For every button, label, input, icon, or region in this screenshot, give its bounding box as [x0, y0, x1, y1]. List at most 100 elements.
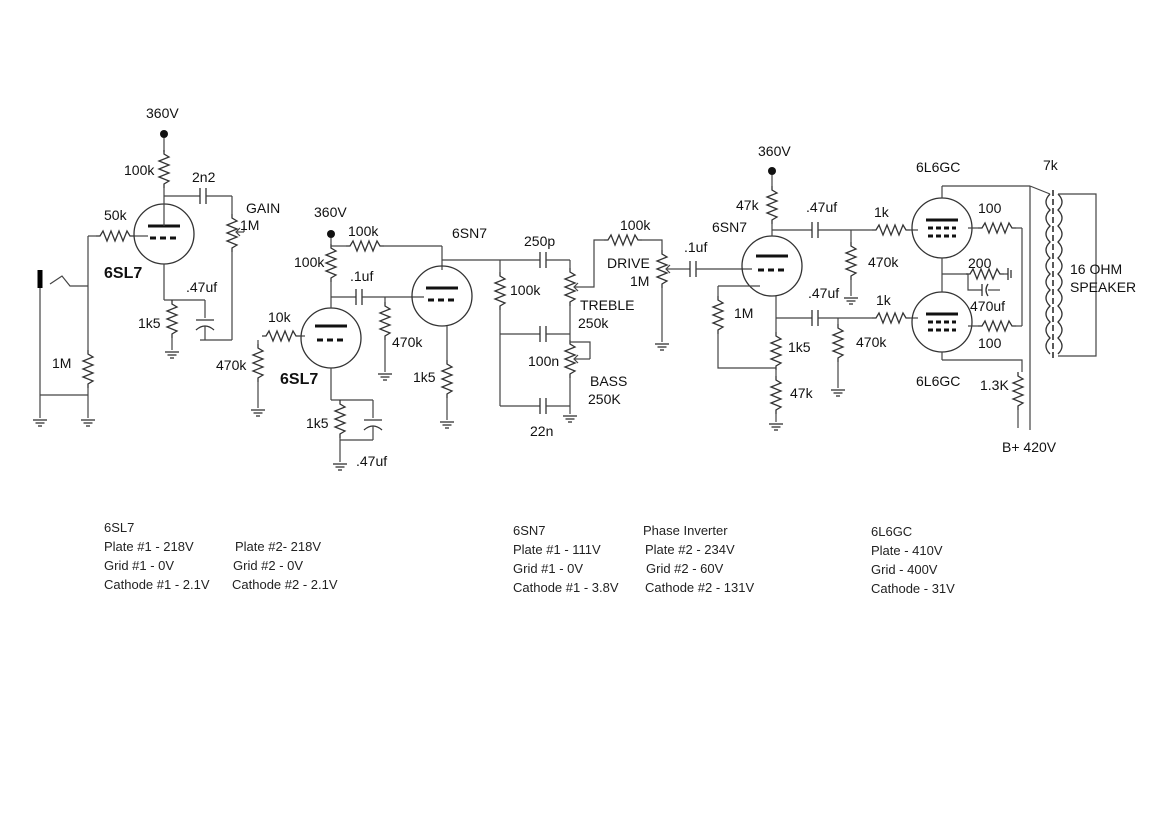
- notes-6l6gc-title: 6L6GC: [871, 524, 913, 539]
- resistor-1-3k: [1012, 371, 1024, 411]
- resistor-1k5-b: [334, 399, 346, 439]
- note-6sn7-cathode1: Cathode #1 - 3.8V: [513, 580, 619, 595]
- resistor-1k5-c: [441, 359, 453, 399]
- label-470k-b: 470k: [392, 334, 423, 350]
- label-100n: 100n: [528, 353, 559, 369]
- resistor-470k-b: [379, 301, 391, 341]
- resistor-470k-d: [832, 323, 844, 363]
- label-360v-c: 360V: [758, 143, 791, 159]
- resistor-100k-plate1: [158, 149, 170, 189]
- resistor-47k-a: [766, 185, 778, 225]
- resistor-10k: [261, 330, 301, 342]
- label-6sn7-v4: 6SN7: [712, 219, 747, 235]
- label-6l6gc-v5: 6L6GC: [916, 159, 960, 175]
- label-7k: 7k: [1043, 157, 1059, 173]
- note-6sn7-plate1: Plate #1 - 111V: [513, 542, 601, 557]
- label-470k-c: 470k: [868, 254, 899, 270]
- resistor-1k-a: [871, 224, 911, 236]
- note-6sl7-cathode2: Cathode #2 - 2.1V: [232, 577, 338, 592]
- label-47uf-c: .47uf: [806, 199, 837, 215]
- label-bass: BASS: [590, 373, 627, 389]
- label-6sl7-v1: 6SL7: [104, 265, 142, 282]
- label-47k-a: 47k: [736, 197, 760, 213]
- label-1m-pi: 1M: [734, 305, 753, 321]
- label-1k5-a: 1k5: [138, 315, 161, 331]
- notes-6sn7-title: 6SN7: [513, 523, 546, 538]
- label-360v-b: 360V: [314, 204, 347, 220]
- label-1k-b: 1k: [876, 292, 892, 308]
- resistor-1k-b: [871, 312, 911, 324]
- note-6sl7-cathode1: Cathode #1 - 2.1V: [104, 577, 210, 592]
- label-50k: 50k: [104, 207, 128, 223]
- label-1-3k: 1.3K: [980, 377, 1009, 393]
- label-360v-a: 360V: [146, 105, 179, 121]
- label-2n2: 2n2: [192, 169, 216, 185]
- tube-6sn7-v3: [411, 265, 473, 327]
- label-bplus: B+ 420V: [1002, 439, 1057, 455]
- label-47k-b: 47k: [790, 385, 814, 401]
- resistor-100k-plate2: [325, 243, 337, 283]
- input-jack: [32, 270, 88, 427]
- label-speaker: SPEAKER: [1070, 279, 1136, 295]
- note-6l6gc-grid: Grid - 400V: [871, 562, 938, 577]
- label-200: 200: [968, 255, 992, 271]
- label-470k-d: 470k: [856, 334, 887, 350]
- label-drive: DRIVE: [607, 255, 650, 271]
- resistor-47k-b: [770, 375, 782, 415]
- resistor-100k-d: [494, 271, 506, 311]
- note-6l6gc-cathode: Cathode - 31V: [871, 581, 955, 596]
- label-100k-d: 100k: [510, 282, 541, 298]
- label-6l6gc-v6: 6L6GC: [916, 373, 960, 389]
- label-treble: TREBLE: [580, 297, 634, 313]
- note-6sn7-cathode2: Cathode #2 - 131V: [645, 580, 755, 595]
- label-6sn7-v3: 6SN7: [452, 225, 487, 241]
- label-470k-a: 470k: [216, 357, 247, 373]
- note-6sn7-grid2: Grid #2 - 60V: [646, 561, 724, 576]
- notes-6sn7-title2: Phase Inverter: [643, 523, 728, 538]
- label-bass-val: 250K: [588, 391, 621, 407]
- label-10k: 10k: [268, 309, 292, 325]
- notes-6sl7-title: 6SL7: [104, 520, 135, 535]
- label-250p: 250p: [524, 233, 555, 249]
- label-470uf: 470uf: [970, 298, 1005, 314]
- tube-6sn7-v4: [741, 235, 803, 297]
- notes-6sn7: 6SN7 Phase Inverter Plate #1 - 111V Plate …: [513, 521, 754, 597]
- notes-6l6gc: 6L6GC Plate - 410V Grid - 400V Cathode -…: [871, 522, 955, 598]
- label-100k-b: 100k: [294, 254, 325, 270]
- label-1uf-a: .1uf: [350, 268, 373, 284]
- label-1k5-b: 1k5: [306, 415, 329, 431]
- resistor-100k-e: [603, 234, 643, 246]
- note-6l6gc-plate: Plate - 410V: [871, 543, 943, 558]
- resistor-100k-c: [345, 240, 385, 252]
- tube-6sl7-v1: [133, 203, 195, 265]
- pot-gain: [226, 213, 238, 253]
- resistor-50k: [95, 230, 135, 242]
- label-47uf-d: .47uf: [808, 285, 839, 301]
- label-22n: 22n: [530, 423, 553, 439]
- resistor-100-a: [977, 222, 1017, 234]
- label-100k-c: 100k: [348, 223, 379, 239]
- label-1uf-b: .1uf: [684, 239, 707, 255]
- label-100-b: 100: [978, 335, 1002, 351]
- label-gain-pot: 1M: [240, 217, 259, 233]
- resistor-470k-a: [252, 343, 264, 383]
- note-6sl7-plate1: Plate #1 - 218V: [104, 539, 194, 554]
- note-6sn7-plate2: Plate #2 - 234V: [645, 542, 735, 557]
- note-6sn7-grid1: Grid #1 - 0V: [513, 561, 584, 576]
- label-speaker-ohm: 16 OHM: [1070, 261, 1122, 277]
- resistor-1m-pi: [712, 295, 724, 335]
- tube-6l6gc-v5: [911, 197, 973, 259]
- label-treble-val: 250k: [578, 315, 609, 331]
- tube-6sl7-v2: [300, 307, 362, 369]
- note-6sl7-grid1: Grid #1 - 0V: [104, 558, 175, 573]
- label-1k-a: 1k: [874, 204, 890, 220]
- resistor-1m-input: [82, 349, 94, 389]
- label-gain: GAIN: [246, 200, 280, 216]
- label-1k5-d: 1k5: [788, 339, 811, 355]
- label-1m-input: 1M: [52, 355, 71, 371]
- label-100-a: 100: [978, 200, 1002, 216]
- label-100k-e: 100k: [620, 217, 651, 233]
- note-6sl7-grid2: Grid #2 - 0V: [233, 558, 304, 573]
